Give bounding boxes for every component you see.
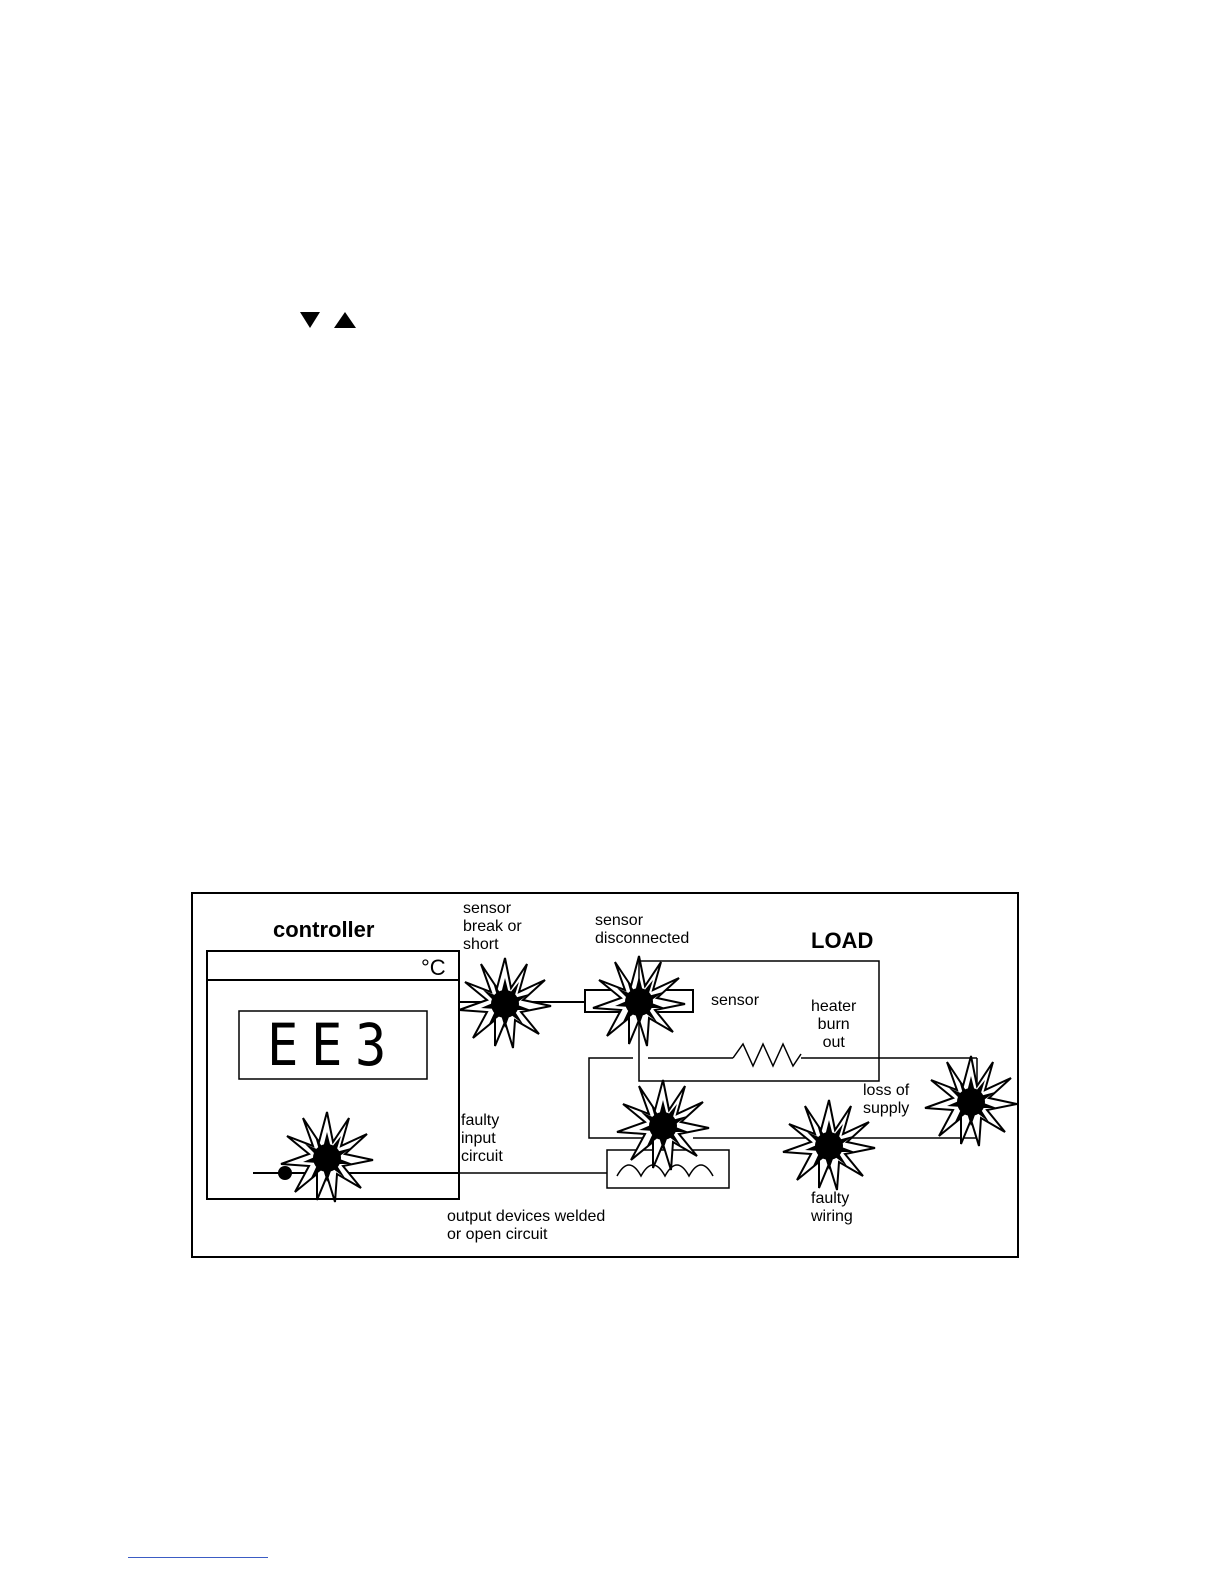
unit-label: °C [421, 956, 446, 980]
label-output-devices: output devices welded or open circuit [447, 1208, 605, 1244]
fault-diagram: controller °C EE3 LOAD sensor break or s… [191, 892, 1019, 1258]
burst-faulty-wiring [783, 1100, 875, 1190]
display-code: EE3 [267, 1012, 399, 1078]
terminal-dot [278, 1166, 292, 1180]
controller-title: controller [273, 918, 374, 942]
label-loss-of-supply: loss of supply [863, 1082, 909, 1118]
heater-resistor [733, 1044, 801, 1066]
nav-arrows [300, 308, 360, 332]
footnote-rule [128, 1557, 268, 1558]
label-sensor-break: sensor break or short [463, 900, 522, 954]
label-sensor-disconnected: sensor disconnected [595, 912, 689, 948]
label-faulty-input: faulty input circuit [461, 1112, 503, 1166]
label-heater-burn-out: heater burn out [811, 998, 856, 1052]
label-sensor: sensor [711, 992, 759, 1010]
label-faulty-wiring: faulty wiring [811, 1190, 853, 1226]
triangle-up-icon [334, 312, 356, 328]
burst-loss-of-supply [925, 1056, 1017, 1146]
load-title: LOAD [811, 929, 873, 953]
triangle-down-icon [300, 312, 320, 328]
